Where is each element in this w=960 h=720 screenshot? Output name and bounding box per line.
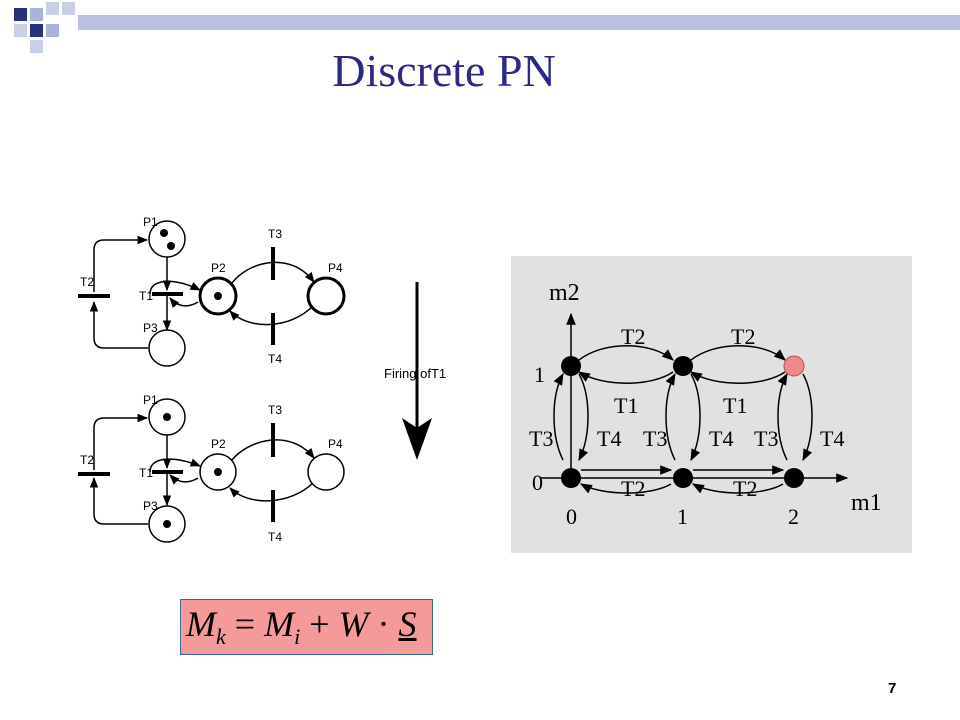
petri-net-diagram: P1 P2 P3 P4 T1 T2 T3 T4 P1 P2 P3 P4 T1 T bbox=[78, 215, 432, 544]
place-label-p4: P4 bbox=[328, 437, 343, 451]
place-label-p3: P3 bbox=[143, 499, 158, 513]
edge-label-top-1: T2 bbox=[621, 324, 645, 349]
transition-label-t3: T3 bbox=[268, 403, 282, 417]
edge-label-top-2: T2 bbox=[731, 324, 755, 349]
transition-label-t1: T1 bbox=[139, 289, 153, 303]
edge-label-mid-2: T1 bbox=[723, 393, 747, 418]
state-node-2-1-highlighted bbox=[783, 355, 805, 377]
transition-label-t2: T2 bbox=[80, 275, 94, 289]
state-node-0-0 bbox=[561, 468, 581, 488]
state-node-1-1 bbox=[673, 356, 693, 376]
place-label-p2: P2 bbox=[211, 261, 226, 275]
state-node-2-0 bbox=[784, 468, 804, 488]
state-node-0-1 bbox=[561, 356, 581, 376]
edge-label-bottom-1: T2 bbox=[621, 476, 645, 501]
transition-label-t3: T3 bbox=[268, 227, 282, 241]
edge-label-v-0a: T3 bbox=[529, 426, 553, 451]
transition-label-t4: T4 bbox=[268, 352, 282, 366]
edge-label-v-2a: T3 bbox=[754, 426, 778, 451]
petri-net-before: P1 P2 P3 P4 T1 T2 T3 T4 bbox=[78, 215, 346, 367]
place-label-p1: P1 bbox=[143, 215, 158, 229]
tick-m2-0: 0 bbox=[532, 470, 543, 495]
edge-label-v-1a: T3 bbox=[643, 426, 667, 451]
page-number: 7 bbox=[888, 680, 897, 697]
edge-label-v-0b: T4 bbox=[597, 426, 621, 451]
firing-arrow bbox=[402, 282, 432, 460]
petri-net-after: P1 P2 P3 P4 T1 T2 T3 T4 bbox=[78, 393, 345, 544]
tick-m1-1: 1 bbox=[677, 504, 688, 529]
place-label-p2: P2 bbox=[211, 437, 226, 451]
edge-label-v-2b: T4 bbox=[820, 426, 844, 451]
place-label-p3: P3 bbox=[143, 321, 158, 335]
state-equation: Mk = Mi + W · S bbox=[186, 604, 417, 650]
edge-label-bottom-2: T2 bbox=[733, 476, 757, 501]
tick-m1-0: 0 bbox=[566, 504, 577, 529]
transition-label-t2: T2 bbox=[80, 453, 94, 467]
transition-label-t4: T4 bbox=[268, 530, 282, 544]
place-label-p4: P4 bbox=[328, 261, 343, 275]
state-equation-box: Mk = Mi + W · S bbox=[180, 599, 433, 655]
edge-label-v-1b: T4 bbox=[709, 426, 733, 451]
transition-label-t1: T1 bbox=[139, 466, 153, 480]
reachability-graph-panel: m2 m1 0 1 2 0 1 T2 T2 T1 T1 T2 T2 T3 T4 … bbox=[511, 256, 912, 553]
firing-label: Firing ofT1 bbox=[384, 366, 447, 381]
tick-m2-1: 1 bbox=[534, 362, 545, 387]
place-label-p1: P1 bbox=[143, 393, 158, 407]
edge-label-mid-1: T1 bbox=[614, 393, 638, 418]
axis-label-m2: m2 bbox=[549, 280, 580, 306]
tick-m1-2: 2 bbox=[788, 504, 799, 529]
slide-title: Discrete PN bbox=[332, 45, 556, 96]
reachability-graph: m2 m1 0 1 2 0 1 T2 T2 T1 T1 T2 T2 T3 T4 … bbox=[529, 280, 882, 529]
axis-label-m1: m1 bbox=[851, 490, 882, 516]
state-node-1-0 bbox=[673, 468, 693, 488]
